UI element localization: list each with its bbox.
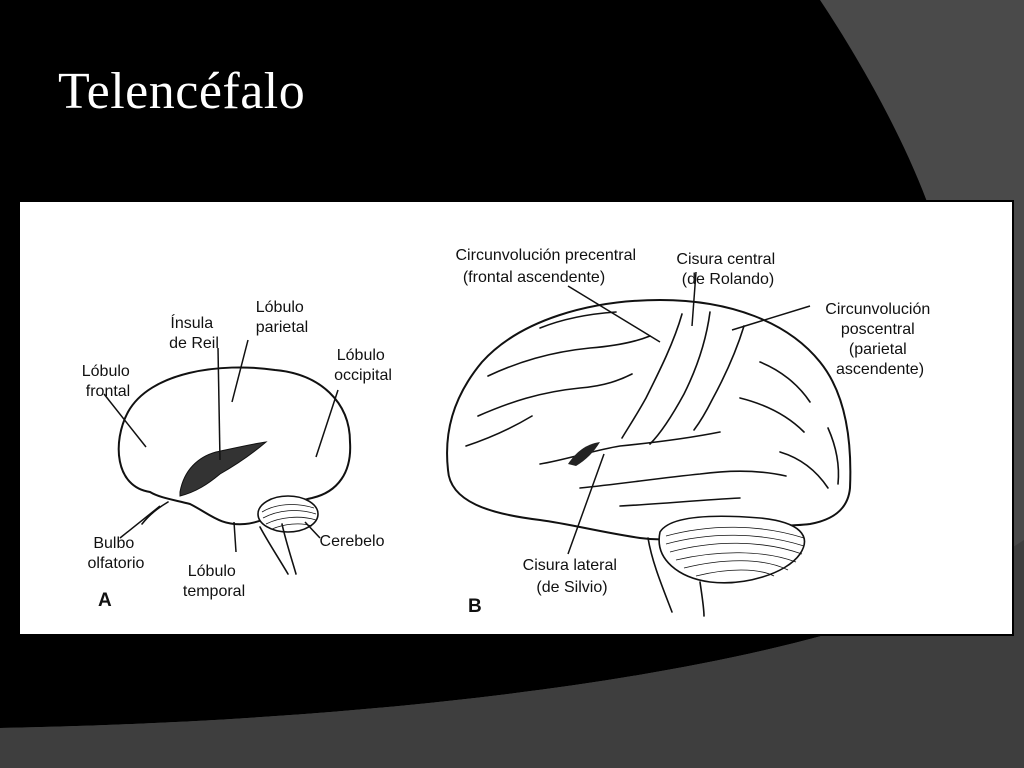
slide-title: Telencéfalo xyxy=(58,63,306,120)
sulcus-parietal-1 xyxy=(759,361,811,403)
label-lateral-sulcus: Cisura lateral (de Silvio) xyxy=(523,557,622,596)
brainstem-b xyxy=(647,537,705,617)
brain-figure: Ínsula de Reil Lóbulo parietal Lóbulo fr… xyxy=(18,200,1014,636)
sulcus-parietal-3 xyxy=(779,451,829,489)
sulcus-frontal-3 xyxy=(465,415,533,447)
label-cerebellum: Cerebelo xyxy=(320,533,385,550)
lateral-sulcus-fill xyxy=(568,442,600,466)
sulcus-frontal-2 xyxy=(477,373,633,417)
sulcus-frontal-4 xyxy=(539,311,617,329)
label-insula: Ínsula de Reil xyxy=(169,313,219,352)
olfactory-bulb-shape xyxy=(141,501,169,525)
label-olfactory-bulb: Bulbo olfatorio xyxy=(88,535,145,572)
panel-letter-b: B xyxy=(468,596,482,617)
label-postcentral-gyrus: Circunvolución poscentral (parietal asce… xyxy=(825,301,934,378)
label-central-sulcus: Cisura central (de Rolando) xyxy=(676,251,779,288)
cerebellum-b xyxy=(658,515,806,584)
insula-region xyxy=(179,441,268,497)
brainstem-a xyxy=(259,523,297,575)
diagram-b: Circunvolución precentral (frontal ascen… xyxy=(446,247,934,617)
label-frontal-lobe: Lóbulo frontal xyxy=(82,363,135,400)
brain-a-outline xyxy=(117,366,352,526)
diagram-a: Ínsula de Reil Lóbulo parietal Lóbulo fr… xyxy=(82,299,392,611)
label-precentral-gyrus: Circunvolución precentral (frontal ascen… xyxy=(456,247,641,286)
precentral-sulcus xyxy=(621,313,683,439)
sulcus-occipital xyxy=(827,427,840,485)
central-sulcus xyxy=(649,311,711,445)
sulcus-parietal-2 xyxy=(739,397,805,433)
sulcus-temporal-2 xyxy=(619,497,741,507)
panel-letter-a: A xyxy=(98,590,112,611)
background-swoosh-lower xyxy=(0,540,1024,768)
sulcus-frontal-1 xyxy=(487,335,651,377)
label-parietal-lobe: Lóbulo parietal xyxy=(256,299,309,336)
postcentral-sulcus xyxy=(693,325,745,431)
label-temporal-lobe: Lóbulo temporal xyxy=(183,563,245,600)
label-occipital-lobe: Lóbulo occipital xyxy=(334,347,392,384)
sulcus-temporal-1 xyxy=(579,470,787,489)
lateral-sulcus xyxy=(539,431,721,465)
